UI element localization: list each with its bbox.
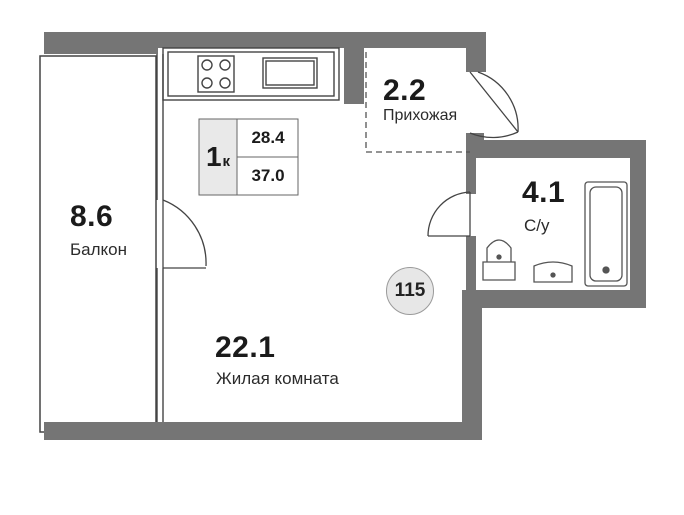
bathroom-area: 4.1 xyxy=(522,176,566,209)
living-room-area: 22.1 xyxy=(215,331,276,364)
total-area-value: 37.0 xyxy=(251,166,285,185)
hallway-name: Прихожая xyxy=(383,107,458,124)
rooms-count-suffix: к xyxy=(222,152,231,170)
balcony-name: Балкон xyxy=(70,240,128,259)
unit-number-badge: 115 xyxy=(386,267,434,315)
doors xyxy=(162,71,519,269)
bathroom-name: С/у xyxy=(524,216,550,235)
area-summary-box xyxy=(198,118,299,196)
hallway-area: 2.2 xyxy=(383,74,427,107)
living-room-name: Жилая комната xyxy=(216,369,339,388)
living-area-value: 28.4 xyxy=(251,128,285,147)
balcony-area: 8.6 xyxy=(70,200,114,233)
walls xyxy=(44,32,646,440)
rooms-count-number: 1 xyxy=(205,141,222,172)
balcony-partition xyxy=(156,54,164,422)
kitchen-counter xyxy=(162,47,340,101)
bathroom-fixtures xyxy=(482,181,628,287)
hallway-partition xyxy=(365,52,470,153)
